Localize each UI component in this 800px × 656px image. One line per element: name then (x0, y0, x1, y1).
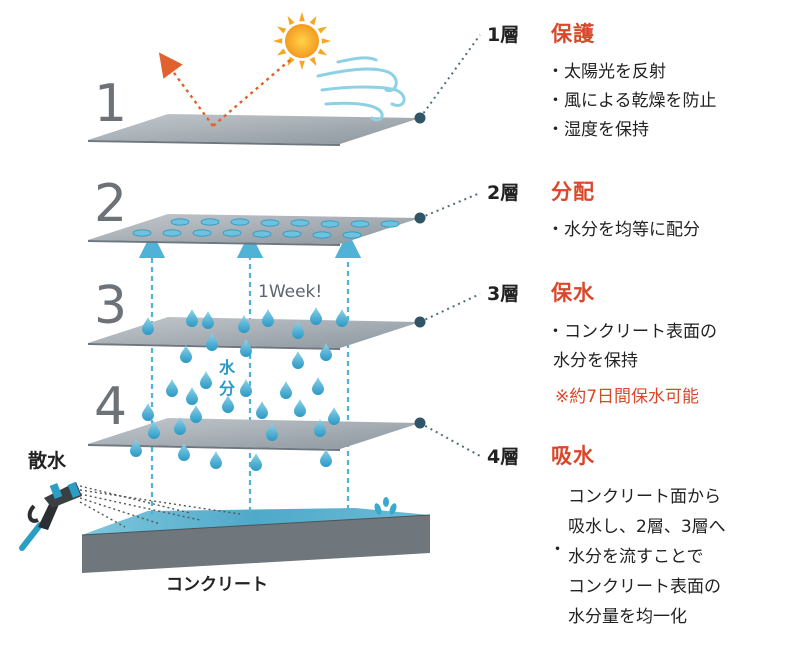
layer-4-description: コンクリート面から 吸水し、2層、3層へ 水分を流すことで コンクリート表面の … (568, 482, 726, 632)
layer-3-title: 保水 (551, 281, 595, 305)
layer-2-label: 2層 (487, 182, 520, 204)
layer-1-sheet (88, 114, 420, 146)
water-droplet (294, 399, 306, 417)
layer-4-number: 4 (94, 377, 128, 437)
water-droplet (320, 343, 332, 361)
layer-1-bullets: 太陽光を反射 風による乾燥を防止 湿度を保持 (551, 58, 717, 145)
layer-4-sheet (88, 418, 420, 451)
water-droplet (266, 423, 278, 441)
list-item: コンクリート表面の (568, 577, 721, 597)
water-droplet (262, 309, 274, 327)
layer-3-bullets: コンクリート表面の 水分を保持 (551, 318, 717, 376)
list-item: コンクリート面から (568, 487, 721, 507)
layer-4-label: 4層 (487, 446, 520, 468)
layer-2-bullets: 水分を均等に配分 (551, 216, 700, 245)
sun-ray (276, 26, 287, 34)
water-droplet (202, 311, 214, 329)
water-droplet (166, 379, 178, 397)
sun-ray (317, 48, 328, 56)
water-droplet (190, 405, 202, 423)
layer-1-number: 1 (94, 74, 128, 134)
water-droplet (180, 345, 192, 363)
water-droplet-icon (130, 307, 348, 471)
water-droplet (240, 379, 252, 397)
sun-ray (299, 60, 305, 70)
water-droplet (238, 315, 250, 333)
sun-ray (309, 15, 317, 26)
list-item: 水分を保持 (553, 351, 638, 371)
layer-3-note: ※約7日間保水可能 (555, 387, 700, 407)
water-droplet (240, 339, 252, 357)
layer-1-label: 1層 (487, 24, 520, 46)
list-item: 水分を均等に配分 (551, 216, 700, 245)
sun-ray (287, 15, 295, 26)
layer-4-title: 吸水 (551, 444, 595, 468)
list-item: 太陽光を反射 (551, 58, 717, 87)
water-label-char-1: 水 (219, 358, 236, 377)
layer-2-title: 分配 (551, 180, 595, 204)
layer-2-number: 2 (94, 174, 128, 234)
water-droplet (292, 351, 304, 369)
water-droplet (336, 309, 348, 327)
list-item: 湿度を保持 (551, 116, 717, 145)
water-droplet (210, 451, 222, 469)
leader-dots (414, 112, 426, 429)
week-label: 1Week! (258, 282, 323, 302)
water-droplet (142, 403, 154, 421)
water-droplet (310, 307, 322, 325)
water-droplet (250, 453, 262, 471)
sun-ray (299, 12, 305, 22)
water-droplet (186, 387, 198, 405)
layer-4-bullet-dot: ・ (549, 540, 566, 560)
water-droplet (312, 377, 324, 395)
list-item: 吸水し、2層、3層へ (568, 517, 726, 537)
sun-ray (273, 38, 283, 44)
water-droplet (186, 309, 198, 327)
water-droplet (200, 371, 212, 389)
water-droplet (256, 401, 268, 419)
list-item: 風による乾燥を防止 (551, 87, 717, 116)
layer-3-label: 3層 (487, 283, 520, 305)
rising-water-arrows (138, 231, 362, 515)
water-droplet (320, 449, 332, 467)
sun-icon (273, 12, 331, 70)
reflection-arrows (158, 52, 291, 127)
splash-icon (374, 497, 397, 515)
water-droplet (280, 381, 292, 399)
water-droplet (178, 443, 190, 461)
wind-icon (316, 56, 406, 122)
leader-lines (419, 34, 481, 457)
water-droplet (292, 321, 304, 339)
layer-3-sheet (88, 317, 420, 350)
sun-ray (309, 56, 317, 67)
concrete-block (81, 508, 431, 573)
layer-3-number: 3 (94, 276, 128, 336)
spray-label: 散水 (28, 450, 67, 472)
water-droplet (222, 395, 234, 413)
list-item: 水分量を均一化 (568, 607, 687, 627)
spray-lines (79, 485, 241, 528)
concrete-label: コンクリート (166, 575, 268, 595)
water-droplet (328, 407, 340, 425)
water-label-char-2: 分 (219, 379, 236, 398)
list-item: 水分を流すことで (568, 547, 704, 567)
water-droplet (174, 417, 186, 435)
distribution-pores (132, 218, 400, 239)
layer-1-title: 保護 (551, 22, 595, 46)
water-droplet (148, 421, 160, 439)
sun-ray (321, 38, 331, 44)
sun-ray (287, 56, 295, 67)
water-droplet (142, 317, 154, 335)
water-droplet (314, 419, 326, 437)
sun-ray (317, 26, 328, 34)
hose-nozzle-icon (19, 482, 82, 551)
water-droplet (206, 333, 218, 351)
water-droplet (130, 439, 142, 457)
list-item: コンクリート表面の (551, 318, 717, 347)
sun-ray (276, 48, 287, 56)
